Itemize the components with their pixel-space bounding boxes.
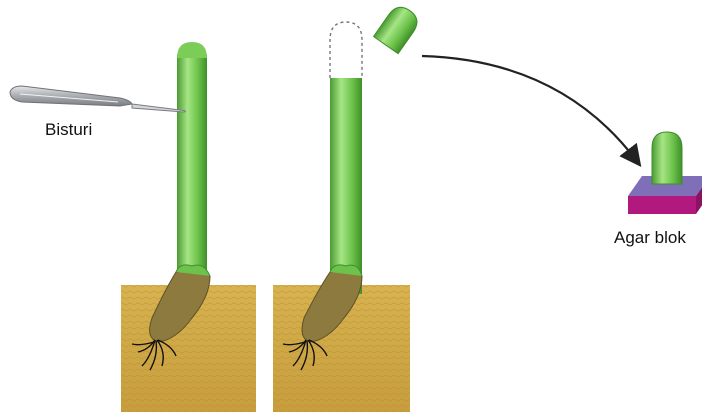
agar-block-assembly	[628, 132, 702, 214]
decapitated-seedling	[273, 22, 410, 412]
scalpel-label: Bisturi	[45, 120, 92, 140]
coleoptile-stem-left	[177, 55, 207, 295]
tip-on-agar	[652, 132, 682, 184]
agar-block-label: Agar blok	[614, 228, 686, 248]
curved-arrow-icon	[422, 56, 636, 160]
scalpel-icon	[10, 86, 185, 112]
coleoptile-stem-middle	[330, 78, 362, 294]
removed-tip-outline	[330, 22, 362, 78]
agar-block-front	[628, 196, 696, 214]
excised-tip	[374, 2, 423, 54]
intact-seedling	[121, 42, 256, 412]
